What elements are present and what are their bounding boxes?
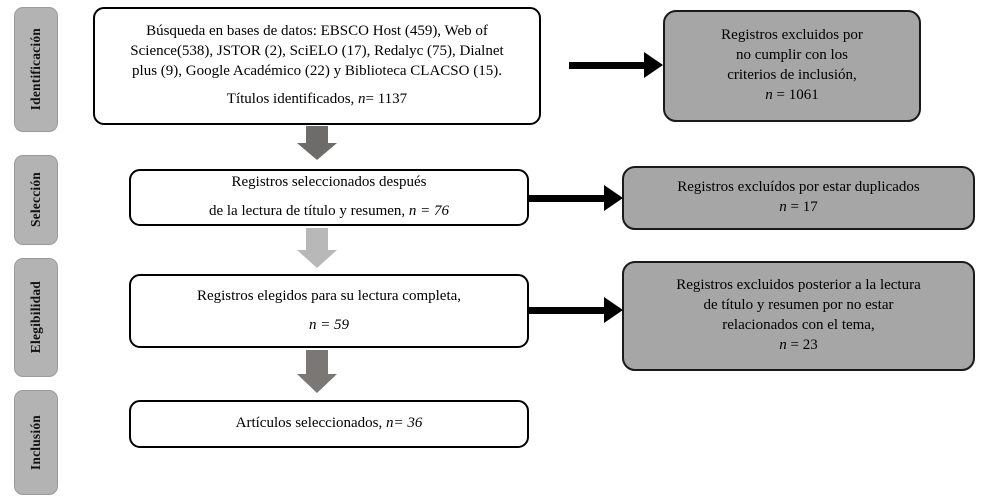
arrow-shaft (569, 61, 644, 69)
arrow-identification-to-excluded-criteria (569, 52, 663, 78)
flow-box-line: Registros seleccionados después (231, 174, 427, 191)
result-n-label: n (358, 91, 366, 108)
flow-box-eligibility: Registros elegidos para su lectura compl… (129, 274, 529, 348)
flow-box-result: Títulos identificados, n= 1137 (227, 90, 407, 110)
arrow-screening-to-eligibility (297, 228, 337, 268)
result-n-label: n (386, 415, 394, 432)
result-value: = 23 (790, 336, 818, 353)
flow-box-line: Registros elegidos para su lectura compl… (196, 287, 462, 304)
arrow-head (297, 250, 337, 268)
result-prefix: Artículos seleccionados, (235, 415, 383, 432)
arrow-eligibility-to-included (297, 350, 337, 393)
arrow-head (604, 297, 623, 323)
arrow-shaft (306, 350, 328, 374)
exclusion-box-line: relacionados con el tema, (722, 317, 875, 333)
arrow-shaft (527, 194, 604, 202)
result-n-label: n (765, 86, 773, 103)
stage-label-text: Elegibilidad (28, 281, 44, 354)
flow-box-identification: Búsqueda en bases de datos: EBSCO Host (… (93, 7, 541, 125)
exclusion-box-line: Registros excluidos posterior a la lectu… (676, 277, 921, 294)
flow-box-result: Artículos seleccionados, n= 36 (236, 414, 423, 434)
result-n-label: n (779, 336, 787, 353)
arrow-identification-to-screening (297, 126, 337, 160)
exclusion-box-excluded-unrelated: Registros excluidos posterior a la lectu… (622, 261, 975, 371)
stage-label-identificacion: Identificación (14, 7, 58, 132)
stage-label-seleccion: Selección (14, 155, 58, 245)
result-value: = 59 (320, 316, 350, 333)
result-value: = 36 (393, 415, 423, 432)
result-value: = 1061 (776, 86, 819, 103)
flow-box-included: Artículos seleccionados, n= 36 (129, 400, 529, 448)
arrow-shaft (527, 306, 604, 314)
arrow-eligibility-to-excluded-unrelated (527, 297, 623, 323)
arrow-head (297, 374, 337, 393)
result-n-label: n (779, 199, 787, 215)
stage-label-text: Selección (28, 172, 44, 228)
exclusion-box-excluded-criteria: Registros excluidos por no cumplir con l… (663, 10, 921, 122)
flow-box-result: de la lectura de título y resumen, n = 7… (209, 202, 449, 222)
stage-label-inclusion: Inclusión (14, 390, 58, 495)
result-prefix: Títulos identificados, (226, 91, 355, 108)
arrow-shaft (306, 228, 328, 250)
result-n-label: n (408, 203, 417, 219)
exclusion-box-line: Registros excluídos por estar duplicados (677, 179, 920, 196)
result-n-label: n (308, 316, 317, 333)
arrow-head (604, 185, 623, 211)
exclusion-box-line: de título y resumen por no estar (703, 297, 894, 314)
exclusion-box-line: Registros excluidos por (721, 27, 863, 44)
exclusion-box-result: n = 17 (779, 198, 817, 218)
arrow-head (297, 143, 337, 160)
arrow-head (644, 52, 663, 78)
result-value: = 17 (790, 199, 818, 215)
stage-label-text: Inclusión (28, 414, 44, 471)
stage-label-elegibilidad: Elegibilidad (14, 258, 58, 377)
flow-box-line: plus (9), Google Académico (22) y Biblio… (132, 62, 502, 79)
exclusion-box-line: criterios de inclusión, (727, 67, 857, 83)
arrow-shaft (306, 126, 328, 143)
exclusion-box-result: n = 23 (779, 336, 817, 356)
result-prefix: de la lectura de título y resumen, (208, 203, 406, 219)
flow-box-line: Búsqueda en bases de datos: EBSCO Host (… (146, 22, 488, 39)
result-value: = 1137 (365, 91, 408, 108)
exclusion-box-line: no cumplir con los (735, 47, 849, 64)
flow-box-result: n = 59 (309, 316, 349, 336)
exclusion-box-excluded-duplicates: Registros excluídos por estar duplicados… (622, 166, 975, 230)
exclusion-box-result: n = 1061 (765, 86, 818, 106)
arrow-screening-to-excluded-duplicates (527, 185, 623, 211)
flow-box-screening: Registros seleccionados después de la le… (129, 169, 529, 226)
result-value: = 76 (420, 203, 450, 219)
stage-label-text: Identificación (28, 28, 44, 111)
flow-box-line: Science(538), JSTOR (2), SciELO (17), Re… (130, 42, 504, 59)
